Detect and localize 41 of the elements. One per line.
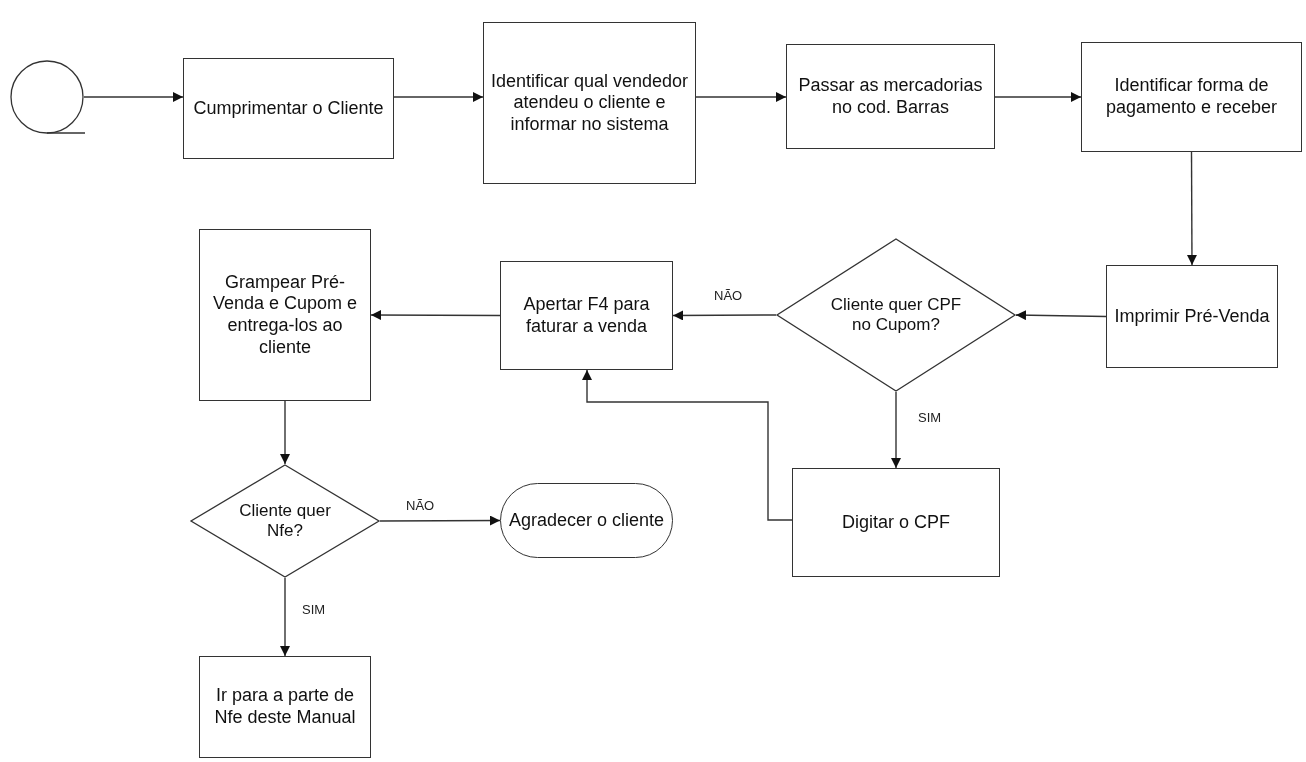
edge-label: NÃO [404, 498, 437, 513]
process-box [183, 58, 394, 159]
arrow [83, 92, 184, 102]
arrow [994, 92, 1082, 102]
arrow [582, 369, 793, 521]
node-text: Apertar F4 para faturar a venda [522, 293, 651, 338]
node-text: Imprimir Pré-Venda [1113, 305, 1271, 328]
process-box [1106, 265, 1278, 368]
arrow [891, 391, 901, 469]
arrow [370, 310, 501, 321]
node-text: Cliente quer CPF no Cupom? [829, 294, 963, 336]
arrow [672, 310, 777, 321]
node-text: Digitar o CPF [841, 511, 951, 534]
node-text: Cumprimentar o Cliente [192, 97, 385, 120]
edge-label: SIM [916, 410, 944, 425]
decision-diamond [190, 464, 380, 578]
arrow [393, 92, 484, 102]
edge-label: NÃO [712, 288, 745, 303]
process-box [199, 656, 371, 758]
process-box [786, 44, 995, 149]
process-box [199, 229, 371, 401]
node-text: Identificar qual vendedor atendeu o cliente e informar no sistema [489, 70, 690, 136]
node-text: Agradecer o cliente [507, 509, 666, 532]
arrow [1186, 151, 1197, 266]
node-text: Cliente quer Nfe? [238, 500, 332, 542]
arrow [280, 400, 290, 465]
node-text: Ir para a parte de Nfe deste Manual [213, 685, 357, 729]
arrow [695, 92, 787, 102]
process-box [483, 22, 696, 184]
start-circle [10, 60, 85, 135]
edge-label: SIM [300, 602, 328, 617]
arrow [1015, 310, 1107, 321]
process-box [1081, 42, 1302, 152]
node-text: Identificar forma de pagamento e receber [1104, 75, 1279, 119]
decision-diamond [776, 238, 1016, 392]
process-box [792, 468, 1000, 577]
node-text: Grampear Pré-Venda e Cupom e entrega-los ao cliente [211, 271, 359, 359]
arrow [280, 577, 290, 657]
arrow [379, 515, 501, 526]
process-box [500, 261, 673, 370]
node-text: Passar as mercadorias no cod. Barras [797, 74, 984, 119]
